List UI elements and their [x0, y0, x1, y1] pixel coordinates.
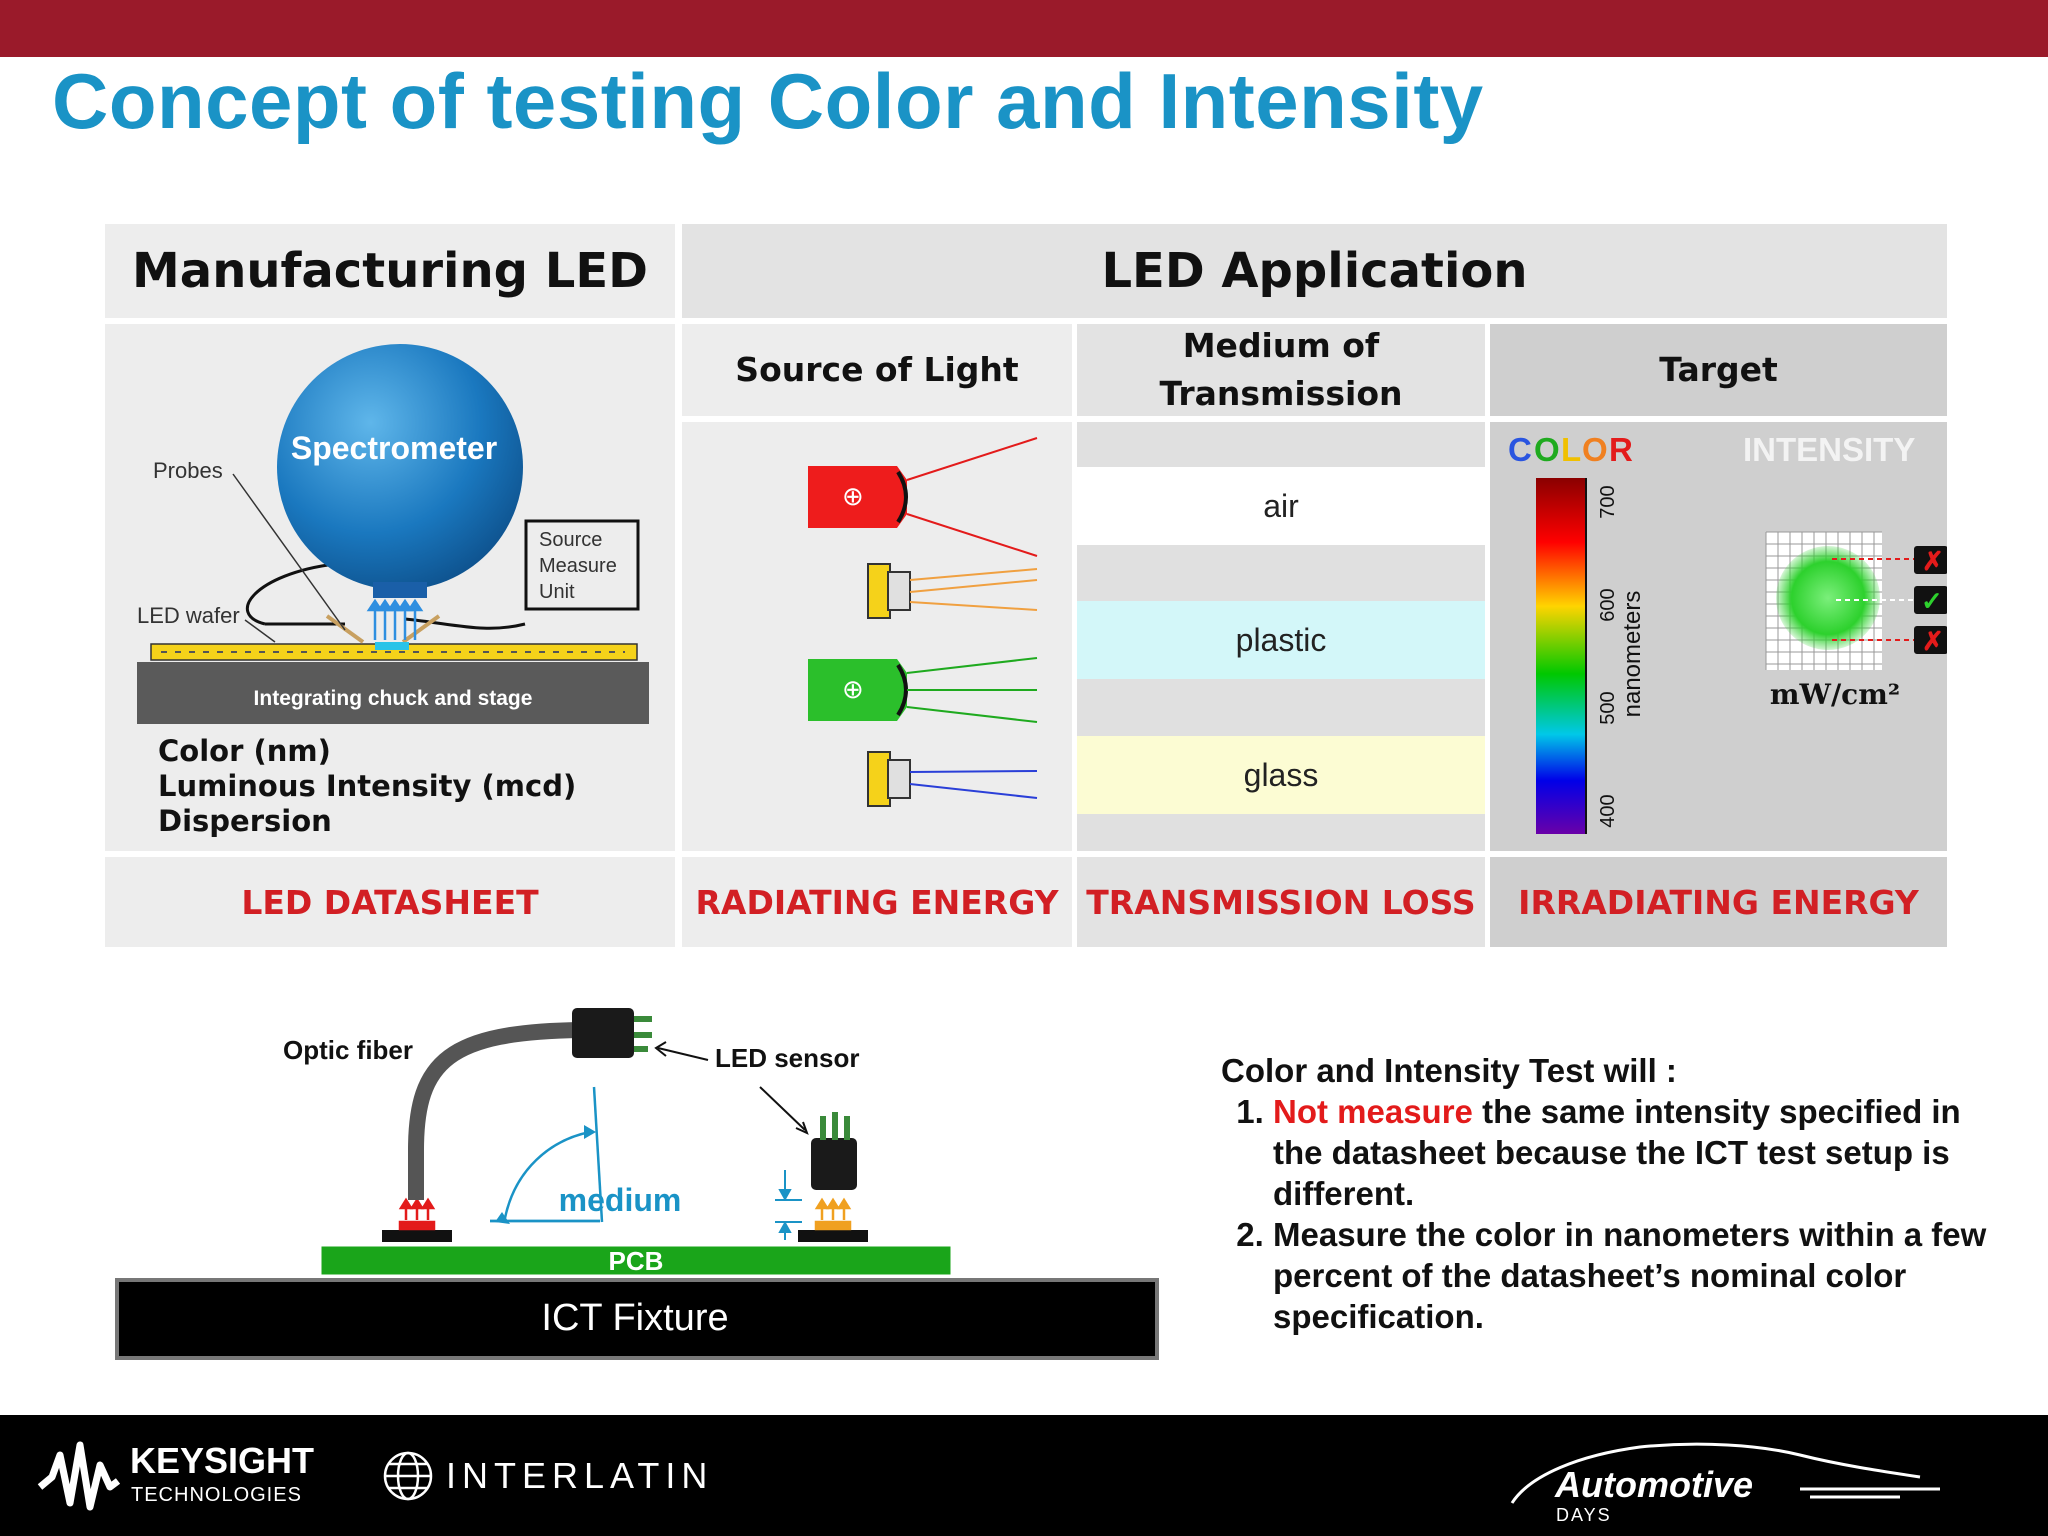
- pcb-board: [318, 1243, 954, 1278]
- svg-text:⊕: ⊕: [842, 674, 864, 704]
- spectrometer-label: Spectrometer: [291, 430, 497, 466]
- ict-fixture-label: ICT Fixture: [541, 1297, 728, 1339]
- label-radiating-energy: RADIATING ENERGY: [682, 857, 1072, 947]
- probe-right: [401, 614, 441, 644]
- svg-text:✗: ✗: [1922, 626, 1944, 656]
- col-target: Target: [1490, 324, 1947, 416]
- red-led-icon: ⊕: [808, 466, 908, 528]
- svg-text:✗: ✗: [1922, 546, 1944, 576]
- green-led-icon: ⊕: [808, 659, 908, 721]
- keysight-wave-icon: [37, 1441, 121, 1511]
- spectrometer-diagram: Integrating chuck and stage Spectrometer…: [137, 344, 649, 838]
- label-irradiating-energy: IRRADIATING ENERGY: [1490, 857, 1947, 947]
- color-letter-o1: O: [1534, 431, 1560, 468]
- keysight-logo-text: KEYSIGHT: [130, 1440, 314, 1481]
- probes-pointer: [232, 473, 346, 631]
- car-silhouette-icon: [1510, 1442, 1940, 1504]
- spectrometer-sphere: [277, 344, 523, 590]
- smu-line1: Source: [539, 529, 602, 551]
- intensity-heading: INTENSITY: [1743, 431, 1915, 468]
- optic-fiber-cable: [408, 1022, 581, 1200]
- ict-fixture-diagram: ICT Fixture PCB Optic fiber LED sensor: [115, 1008, 1159, 1360]
- label-transmission-loss: TRANSMISSION LOSS: [1077, 857, 1485, 947]
- col-source-of-light: Source of Light: [682, 324, 1072, 416]
- probes-label: Probes: [153, 458, 223, 483]
- test-item-1-rest: the same intensity specified in the data…: [1273, 1093, 1961, 1212]
- intensity-grid: [1765, 531, 1882, 670]
- nanometers-label: nanometers: [1619, 591, 1646, 718]
- footer-bar: [0, 1415, 2048, 1536]
- test-intro: Color and Intensity Test will :: [1221, 1052, 1677, 1089]
- interlatin-logo-text: INTERLATIN: [446, 1455, 713, 1496]
- sensor-middle-icon: ✓: [1914, 586, 1947, 616]
- keysight-logo-subtext: TECHNOLOGIES: [131, 1484, 302, 1506]
- ict-fixture: [115, 1278, 1159, 1360]
- right-led-pad: [798, 1230, 868, 1242]
- page-title: Concept of testing Color and Intensity: [52, 57, 1484, 145]
- color-letter-c: C: [1508, 431, 1532, 468]
- spec-intensity: Luminous Intensity (mcd): [158, 769, 576, 803]
- smu-line3: Unit: [539, 581, 575, 603]
- footer-logos: KEYSIGHT TECHNOLOGIES INTERLATIN Automot…: [37, 1440, 1940, 1525]
- spectrum-bar: [1536, 478, 1586, 834]
- test-description: Color and Intensity Test will : Not meas…: [1221, 1050, 2011, 1337]
- test-item-2: Measure the color in nanometers within a…: [1273, 1214, 2011, 1337]
- target-diagram: C O L O R INTENSITY 700 600 500 400 nano…: [1508, 431, 1947, 834]
- tick-500: 500: [1597, 691, 1619, 724]
- color-letter-o2: O: [1582, 431, 1608, 468]
- blue-led-icon: [867, 751, 911, 807]
- fiber-sensor-icon: [572, 1008, 652, 1058]
- manufacturing-header: Manufacturing LED: [105, 224, 675, 318]
- angle-indicator: [490, 1086, 604, 1223]
- automotive-days-text: DAYS: [1556, 1505, 1612, 1525]
- col-medium-line2: Transmission: [1159, 374, 1403, 413]
- top-accent-bar: [0, 0, 2048, 57]
- sensor-top-icon: ✗: [1914, 546, 1947, 576]
- col-medium-line1: Medium of: [1182, 326, 1380, 365]
- right-led-emission-icon: [814, 1197, 852, 1231]
- svg-text:⊕: ⊕: [842, 481, 864, 511]
- yellow-led-icon: [867, 563, 911, 619]
- led-sensor-label: LED sensor: [715, 1043, 860, 1073]
- automotive-logo-text: Automotive: [1554, 1464, 1753, 1505]
- color-letter-l: L: [1561, 431, 1581, 468]
- label-led-datasheet: LED DATASHEET: [105, 857, 675, 947]
- smu-line2: Measure: [539, 555, 617, 577]
- col-medium-of-transmission: Medium of Transmission: [1077, 324, 1485, 416]
- test-item-1: Not measure the same intensity specified…: [1273, 1091, 2011, 1214]
- application-header: LED Application: [682, 224, 1947, 318]
- left-led-emission-icon: [398, 1197, 436, 1231]
- sensor-bottom-icon: ✗: [1914, 626, 1947, 656]
- color-heading: C O L O R: [1508, 431, 1633, 468]
- chuck-label: Integrating chuck and stage: [254, 687, 533, 710]
- medium-label: medium: [559, 1182, 682, 1218]
- optic-fiber-label: Optic fiber: [283, 1035, 413, 1065]
- light-sources: ⊕ ⊕: [808, 437, 1038, 807]
- smu-box: [524, 519, 640, 611]
- spec-color: Color (nm): [158, 734, 331, 768]
- tick-400: 400: [1597, 794, 1619, 827]
- interlatin-globe-icon: [383, 1451, 433, 1501]
- led-wafer-label: LED wafer: [137, 603, 240, 628]
- color-letter-r: R: [1609, 431, 1633, 468]
- tick-700: 700: [1597, 485, 1619, 518]
- tick-600: 600: [1597, 588, 1619, 621]
- left-led-pad: [382, 1230, 452, 1242]
- medium-air-band: air: [1077, 467, 1485, 545]
- led-sensor-icon: [811, 1112, 857, 1190]
- pcb-label: PCB: [609, 1246, 664, 1276]
- chuck-stage: [137, 662, 649, 724]
- svg-text:✓: ✓: [1921, 586, 1943, 616]
- spec-dispersion: Dispersion: [158, 804, 332, 838]
- medium-gap-indicator: [775, 1170, 802, 1240]
- medium-glass-band: glass: [1077, 736, 1485, 814]
- intensity-unit: mW/cm²: [1770, 678, 1900, 711]
- medium-plastic-band: plastic: [1077, 601, 1485, 679]
- test-item-1-highlight: Not measure: [1273, 1093, 1473, 1130]
